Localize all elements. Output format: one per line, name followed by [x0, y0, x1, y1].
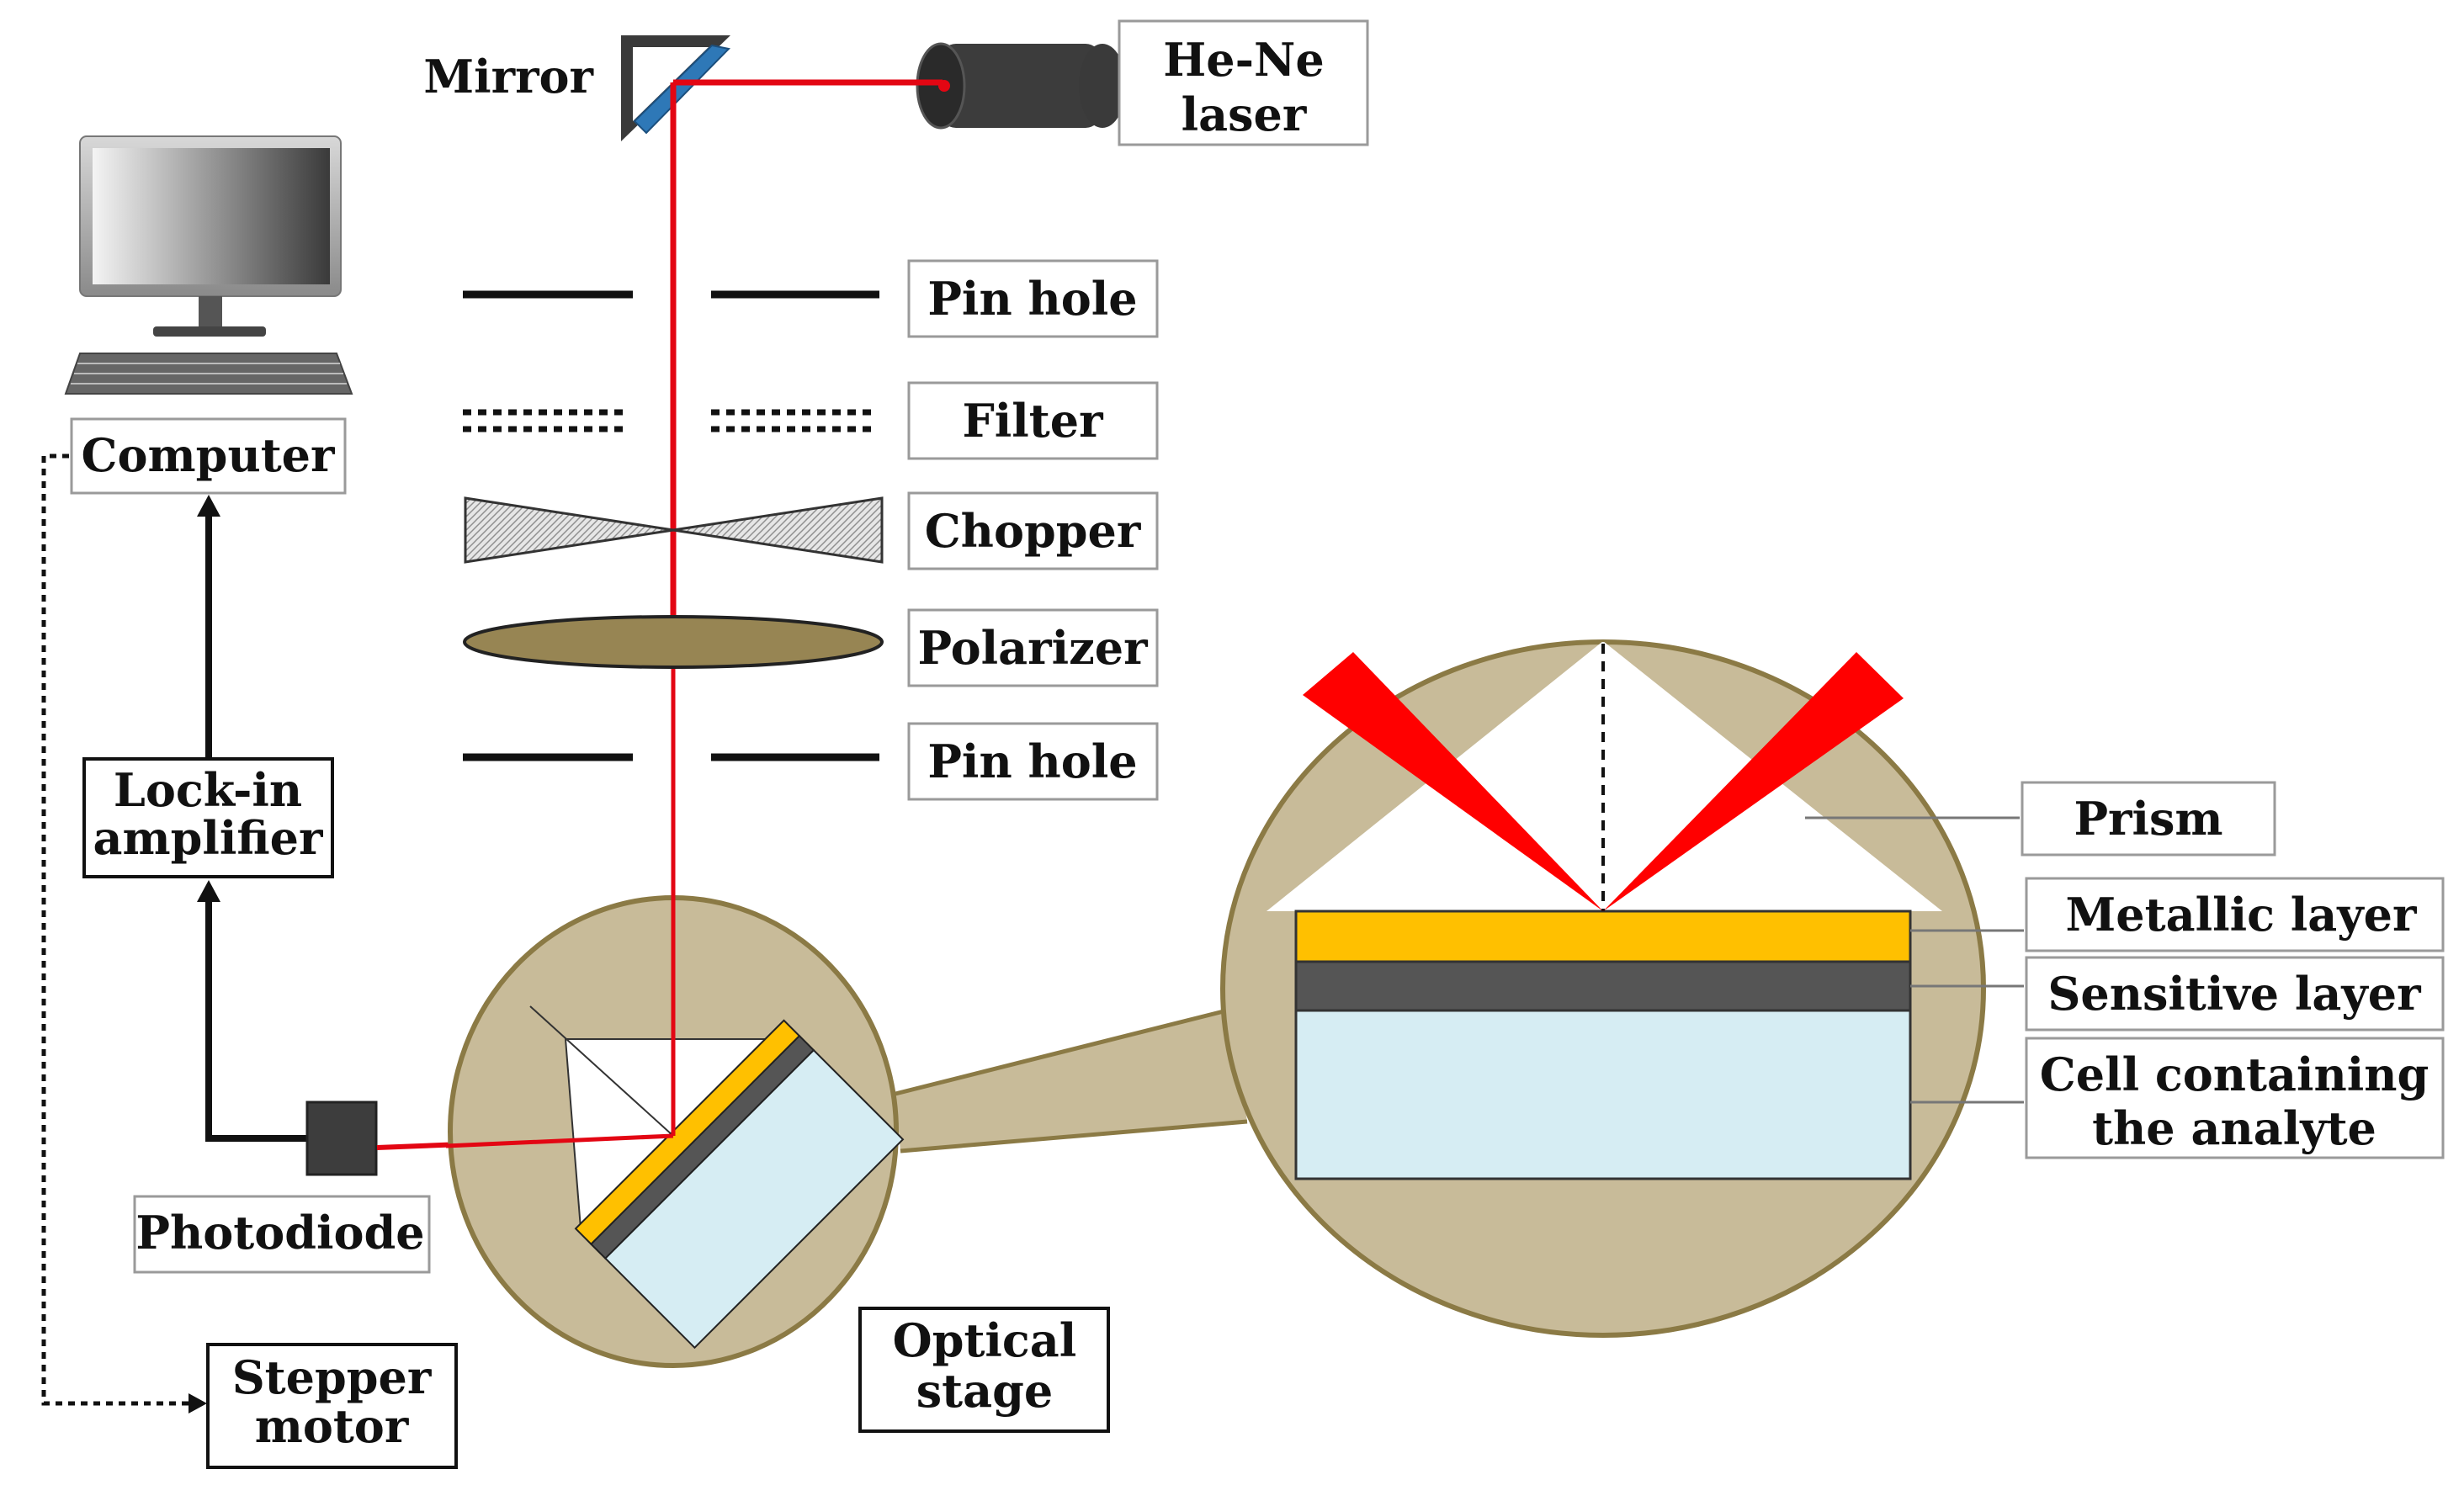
optical-stage-box — [858, 1307, 1110, 1433]
magnified-view — [1220, 639, 1986, 1338]
prism-label: Prism — [2074, 792, 2222, 846]
arrowhead-stepper — [189, 1393, 207, 1413]
metallic-label: Metallic layer — [2066, 888, 2418, 941]
filter-label: Filter — [962, 394, 1103, 448]
lockin-label-line2: amplifier — [93, 811, 324, 865]
cell-label-line2: the analyte — [2092, 1101, 2376, 1155]
stepper-label-line2: motor — [255, 1399, 409, 1453]
sensitive-label: Sensitive layer — [2047, 967, 2421, 1021]
arrowhead-computer — [197, 495, 220, 517]
incident-beam-cone — [1303, 652, 1603, 911]
computer-label-box — [70, 417, 347, 495]
polarizer-label: Polarizer — [917, 621, 1148, 675]
zoom-connector — [895, 1010, 1247, 1151]
metallic-label-box — [2025, 877, 2445, 952]
lockin-box — [82, 757, 334, 878]
chopper-label-box — [907, 491, 1159, 570]
computer-label: Computer — [82, 428, 335, 482]
pinhole-top-label: Pin hole — [927, 272, 1137, 326]
chopper — [464, 496, 884, 564]
stepper-label-line1: Stepper — [232, 1350, 432, 1404]
cell-label-box — [2025, 1037, 2445, 1159]
laser-label-line2: laser — [1182, 88, 1307, 141]
polarizer-label-box — [907, 608, 1159, 687]
lockin-label-line1: Lock-in — [114, 763, 302, 817]
prism-label-box — [2021, 781, 2276, 857]
leader-lines — [1805, 816, 2024, 1104]
photodiode-label-box — [133, 1195, 431, 1274]
metallic-layer — [1294, 910, 1912, 963]
reflected-beam-cone — [1603, 652, 1904, 911]
cell-label-line1: Cell containing — [2040, 1048, 2429, 1101]
polarizer — [463, 615, 884, 669]
optical-stage-label-line1: Optical — [893, 1313, 1077, 1367]
computer-icon — [64, 135, 353, 395]
laser-label-box — [1118, 19, 1369, 146]
mirror-label: Mirror — [423, 50, 593, 103]
sensitive-label-box — [2025, 956, 2445, 1032]
optical-stage-label-line2: stage — [916, 1364, 1053, 1418]
pinhole-top-label-box — [907, 259, 1159, 338]
computer-to-stepper-control-line — [41, 453, 192, 1406]
laser-icon — [916, 42, 1126, 130]
filter-label-box — [907, 381, 1159, 460]
photodiode-to-lockin-wire — [205, 899, 310, 1142]
pinhole-bottom-label-box — [907, 722, 1159, 801]
chopper-label: Chopper — [925, 504, 1141, 558]
sensitive-layer — [1294, 960, 1912, 1012]
pinhole-bottom-label: Pin hole — [927, 735, 1137, 788]
analyte-cell — [1294, 1009, 1912, 1180]
laser-label-line1: He-Ne — [1163, 33, 1325, 87]
photodiode-label: Photodiode — [135, 1206, 424, 1260]
stepper-box — [206, 1343, 458, 1469]
photodiode-icon — [305, 1101, 378, 1176]
arrowhead-lockin — [197, 880, 220, 902]
optical-stage — [445, 757, 905, 1368]
filter — [463, 409, 875, 432]
